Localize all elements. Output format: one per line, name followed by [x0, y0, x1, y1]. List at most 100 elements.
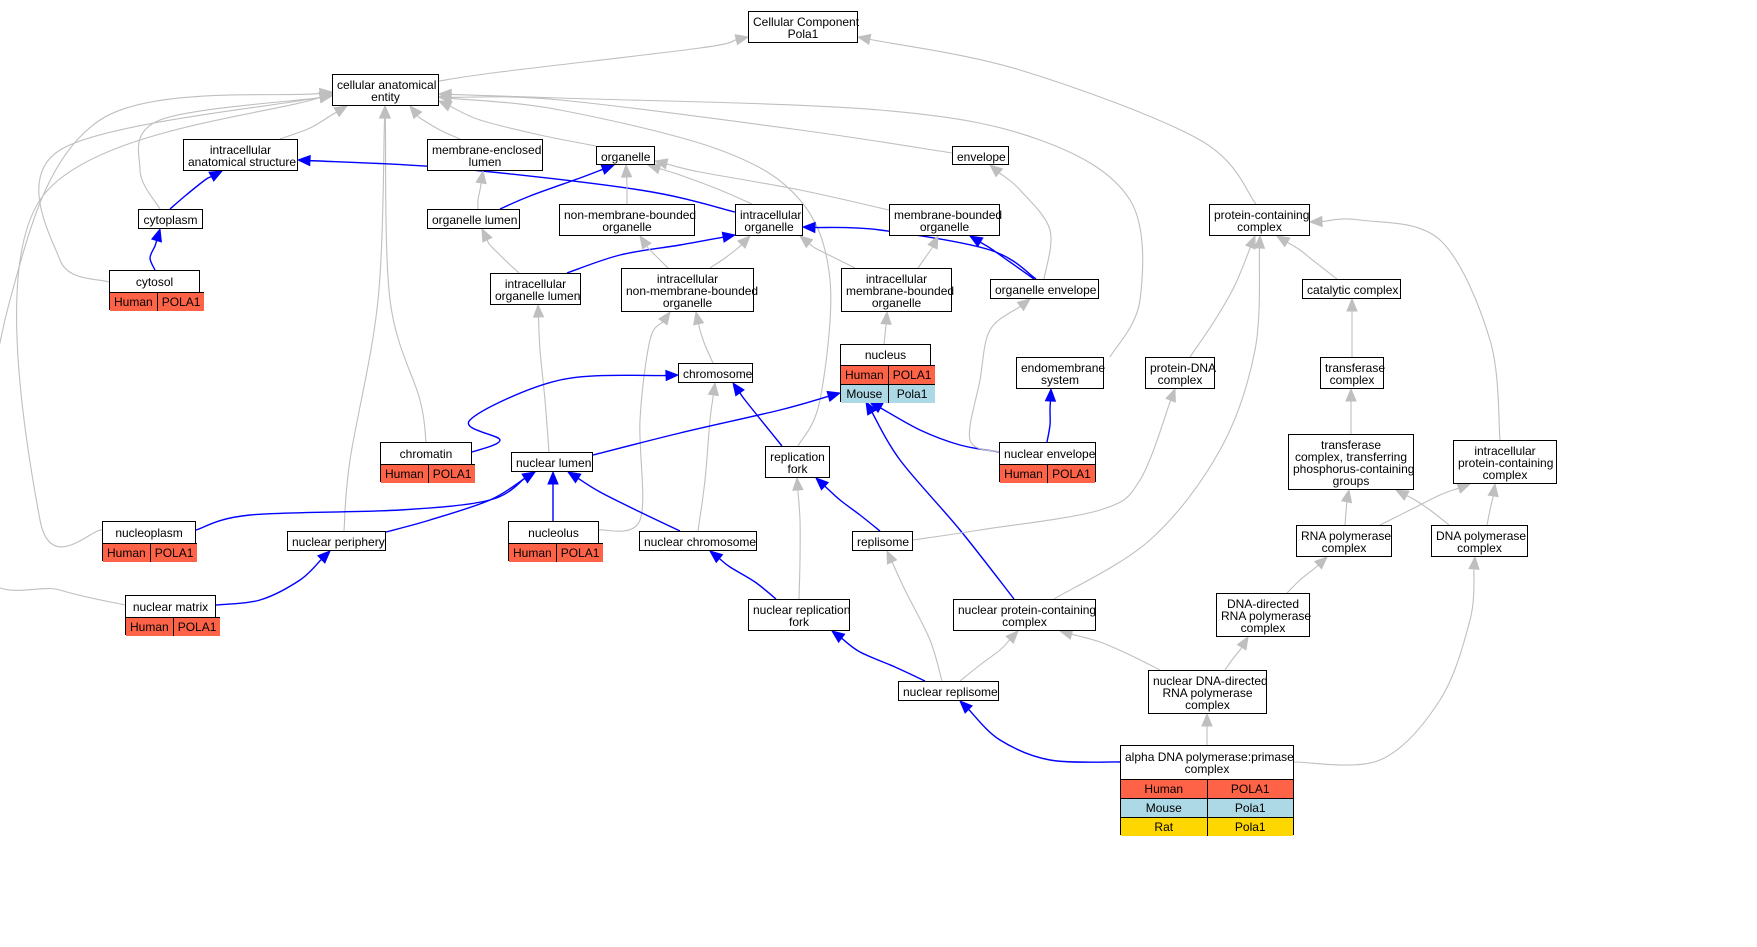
term-label-line: phosphorus-containing — [1293, 462, 1415, 476]
edge-line — [343, 117, 386, 532]
edge-line — [169, 175, 212, 210]
edge-line — [1379, 487, 1459, 526]
term-label-line: complex — [1457, 541, 1502, 555]
edge-cytoplasm-to-ias — [169, 170, 224, 210]
edge-nucleus-to-imbo — [880, 310, 892, 345]
edge-arrowhead — [1244, 234, 1256, 250]
term-label-line: endomembrane — [1021, 361, 1106, 375]
edge-line — [1293, 568, 1475, 766]
term-label-line: protein-containing — [1214, 208, 1310, 222]
edge-arrowhead — [318, 87, 334, 100]
term-node-cat[interactable]: catalytic complex — [1302, 279, 1401, 299]
edge-line — [1189, 246, 1251, 358]
edge-arrowhead — [1468, 555, 1480, 570]
edge-arrowhead — [830, 630, 846, 644]
edge-line — [1286, 241, 1338, 280]
term-node-envelope[interactable]: envelope — [952, 146, 1009, 165]
term-label: organelle lumen — [428, 210, 519, 230]
gene-symbol-cell: Pola1 — [887, 384, 936, 403]
edge-tcp-to-transferase — [1345, 387, 1357, 434]
term-label-line: RNA polymerase — [1162, 686, 1253, 700]
edge-alpha-to-nddrpc — [1201, 712, 1213, 745]
edge-imbo-to-mbo — [917, 234, 939, 269]
edge-arrowhead — [1201, 712, 1213, 727]
edge-line — [698, 323, 714, 364]
term-label-line: RNA polymerase — [1301, 529, 1392, 543]
term-label-line: nuclear envelope — [1004, 446, 1096, 461]
term-label-line: complex — [1240, 621, 1286, 635]
gene-symbol-cell: POLA1 — [555, 543, 604, 562]
term-node-org_env[interactable]: organelle envelope — [990, 279, 1099, 299]
edge-line — [917, 246, 934, 269]
term-node-org_lumen[interactable]: organelle lumen — [427, 209, 520, 229]
term-label-line: organelle envelope — [995, 283, 1097, 297]
edge-arrowhead — [566, 471, 582, 484]
edge-line — [1224, 646, 1243, 671]
term-node-cytoplasm[interactable]: cytoplasm — [138, 209, 203, 229]
term-label: nucleus — [841, 345, 930, 365]
term-label-line: membrane-bounded — [846, 284, 955, 298]
edge-line — [1406, 495, 1450, 526]
edge-line — [718, 557, 777, 600]
term-node-nperiph[interactable]: nuclear periphery — [287, 531, 386, 551]
edge-cytosol-to-cytoplasm — [149, 227, 162, 271]
term-node-replisome[interactable]: replisome — [852, 531, 913, 551]
edge-arrowhead — [150, 227, 162, 243]
term-label-line: transferase — [1325, 361, 1386, 375]
term-node-nchrom[interactable]: nuclear chromosome — [639, 531, 757, 551]
term-label-line: system — [1040, 373, 1079, 387]
term-node-chromosome[interactable]: chromosome — [678, 363, 753, 383]
edge-line — [477, 182, 482, 210]
edge-line — [871, 411, 1015, 600]
term-node-nrepl[interactable]: nuclear replisome — [898, 681, 999, 701]
term-label-line: Cellular Component — [753, 15, 860, 29]
edge-replisome-to-pdna — [912, 387, 1176, 541]
edge-line — [797, 489, 801, 600]
term-label-line: complex — [1157, 373, 1203, 387]
term-label-line: nuclear matrix — [132, 599, 209, 614]
species-cell: Human — [509, 543, 557, 562]
edge-nmatrix-to-nperiph — [215, 550, 331, 606]
edge-line — [891, 561, 943, 682]
term-node-organelle[interactable]: organelle — [596, 146, 655, 165]
edge-arrowhead — [296, 154, 311, 167]
term-node-nlumen[interactable]: nuclear lumen — [511, 452, 593, 472]
term-label-line: complex — [1185, 698, 1230, 712]
edge-pdna-to-pcc — [1189, 234, 1256, 358]
